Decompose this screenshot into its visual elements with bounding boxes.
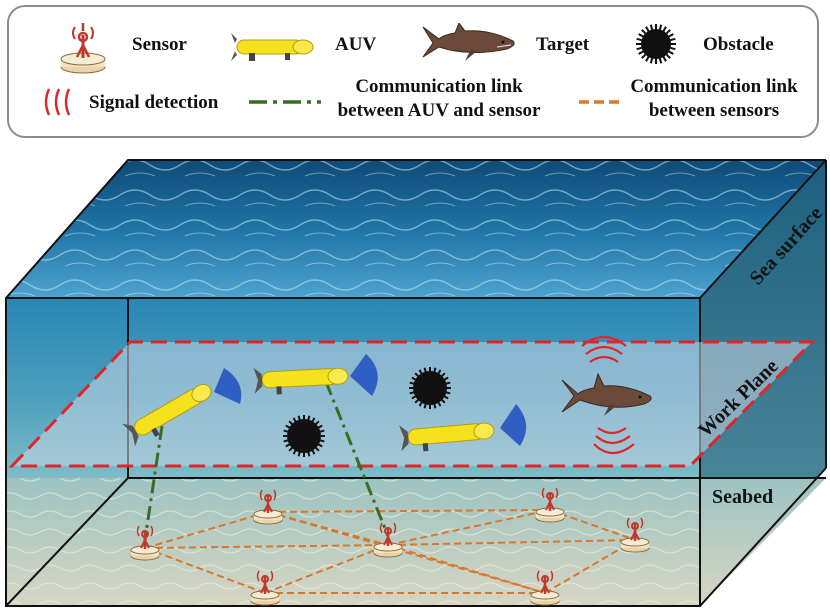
sonar-beam-2 (350, 354, 378, 396)
legend-obstacle-label: Obstacle (703, 34, 774, 55)
sensor-node (130, 525, 160, 561)
auv-sensor-links (143, 381, 390, 541)
sensor-node (535, 487, 565, 523)
sensor-sensor-link-line-icon (579, 100, 619, 104)
sensor-node (620, 517, 650, 553)
sensor-node (250, 570, 280, 606)
sensor-node (373, 522, 403, 558)
sensor-node (530, 570, 560, 606)
sensor-node (253, 489, 283, 525)
legend-auv-label: AUV (335, 34, 377, 55)
shark-icon (422, 23, 515, 61)
legend-target-label: Target (536, 34, 590, 55)
auv-sensor-link-line-icon (249, 100, 321, 104)
legend-sensor-label: Sensor (132, 34, 187, 55)
sonar-beam-1 (214, 368, 242, 404)
underwater-scene: Sea surface Work Plane Seabed (5, 159, 827, 607)
auv-1 (122, 383, 212, 447)
sensor-icon (60, 23, 106, 74)
auv-2 (253, 367, 349, 395)
obstacle-icon (636, 24, 676, 64)
target-shark (561, 372, 652, 416)
seabed-label: Seabed (712, 486, 773, 508)
sonar-beam-3 (500, 404, 527, 446)
obstacle-2 (283, 415, 325, 457)
signal-detection-waves (581, 335, 635, 455)
legend-box: Sensor AUV Target Obstacle Signal detect… (7, 5, 819, 138)
legend-signal-label: Signal detection (89, 92, 219, 113)
legend-auv-sensor-link-label: Communication link between AUV and senso… (337, 76, 541, 121)
auv-icon (231, 33, 314, 61)
auv-3 (399, 422, 495, 452)
sensor-network-links (144, 509, 636, 594)
legend-sensor-sensor-link-label: Communication link between sensors (630, 76, 798, 121)
work-plane (8, 340, 816, 468)
obstacle-1 (409, 367, 451, 409)
signal-detection-icon (44, 88, 71, 116)
sensor-nodes (130, 487, 650, 606)
